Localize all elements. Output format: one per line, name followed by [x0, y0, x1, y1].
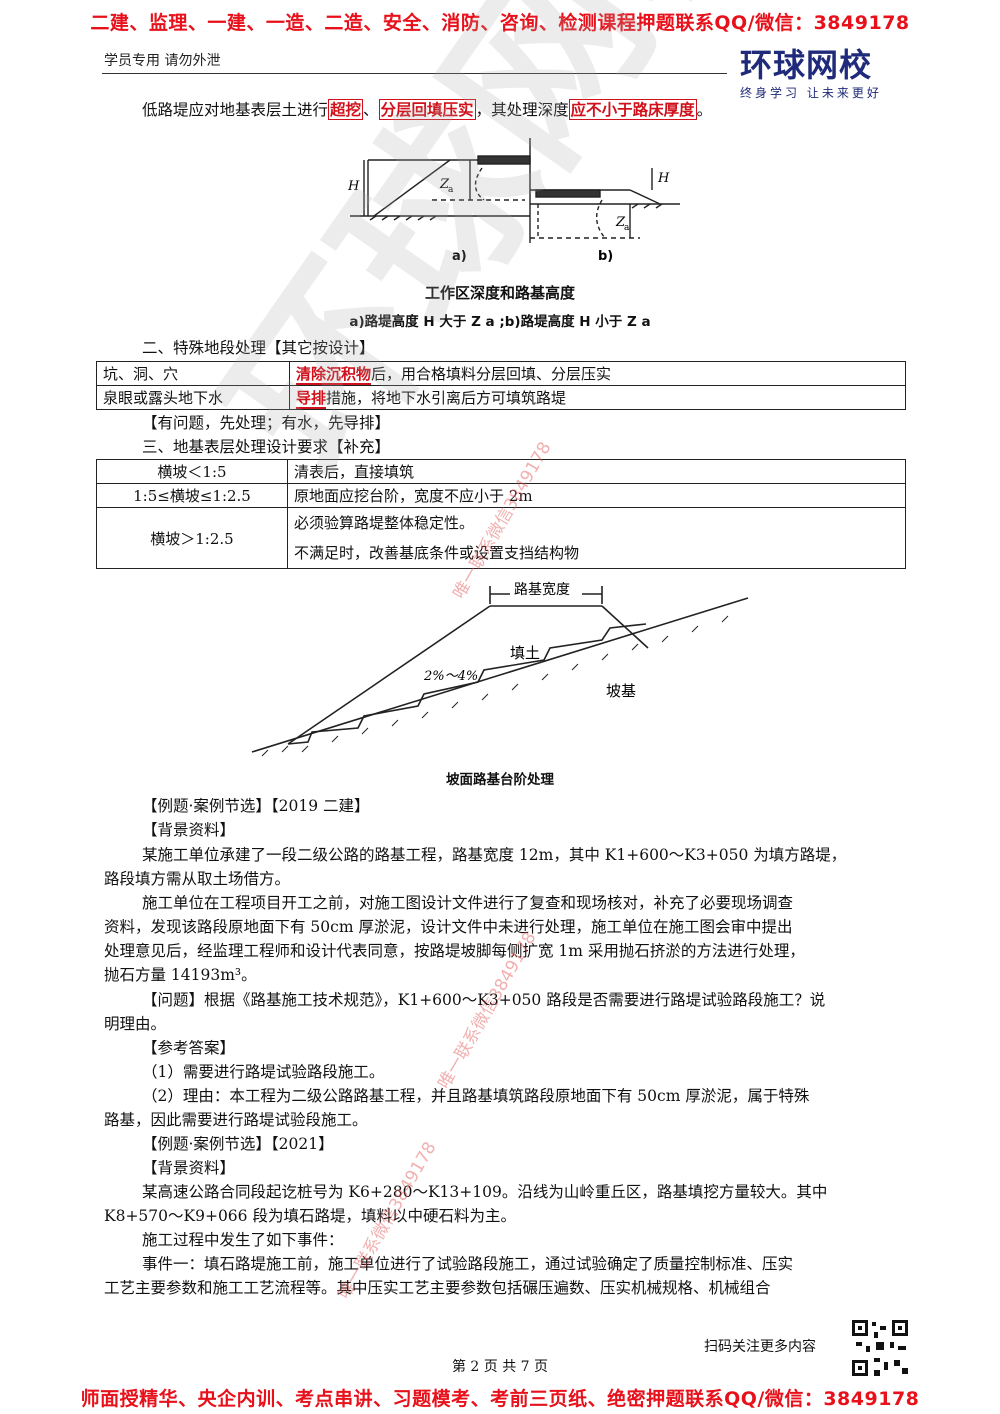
ex1-background: 【背景资料】 — [142, 821, 236, 839]
intro-text: 低路堤应对地基表层土进行 — [142, 101, 329, 119]
ex2-tag: 【例题·案例节选】【2021】 — [142, 1135, 334, 1153]
fig2-caption: 坡面路基台阶处理 — [446, 772, 554, 788]
table-row: 坑、洞、穴 清除沉积物后，用合格填料分层回填、分层压实 — [96, 361, 906, 386]
table-cell: 必须验算路堤整体稳定性。 不满足时，改善基底条件或设置支挡结构物 — [287, 507, 906, 569]
table-row: 泉眼或露头地下水 导排措施，将地下水引离后方可填筑路堤 — [96, 385, 906, 410]
cell-text: 后，用合格填料分层回填、分层压实 — [371, 365, 612, 383]
table-cell: 坑、洞、穴 — [96, 361, 290, 386]
cell-text: 措施，将地下水引离后方可填筑路堤 — [326, 389, 567, 407]
intro-paragraph: 低路堤应对地基表层土进行超挖、分层回填压实，其处理深度应不小于路床厚度。 — [142, 98, 712, 122]
table-cell: 横坡＜1:5 — [96, 459, 288, 484]
ex2-p3a: 事件一：填石路堤施工前，施工单位进行了试验路段施工，通过试验确定了质量控制标准、… — [142, 1255, 794, 1273]
cell-line: 必须验算路堤整体稳定性。 — [294, 514, 475, 532]
fig1-Z-label: Z — [439, 177, 450, 192]
ex2-p2: 施工过程中发生了如下事件： — [142, 1231, 344, 1249]
table-cell: 清表后，直接填筑 — [287, 459, 906, 484]
table-cell: 1:5≤横坡≤1:2.5 — [96, 483, 288, 508]
fig1-Za-sub: a — [448, 185, 454, 195]
table-cell: 清除沉积物后，用合格填料分层回填、分层压实 — [289, 361, 906, 386]
ex1-answer-tag: 【参考答案】 — [142, 1039, 236, 1057]
highlight-drainage: 导排 — [296, 389, 327, 409]
fig2-width-label: 路基宽度 — [514, 581, 570, 598]
note1: 【有问题，先处理；有水，先导排】 — [142, 414, 391, 432]
highlight-depth: 应不小于路床厚度 — [568, 99, 697, 120]
ex1-tag: 【例题·案例节选】【2019 二建】 — [142, 797, 370, 815]
table-cell: 原地面应挖台阶，宽度不应小于 2m — [287, 483, 906, 508]
table-cell: 导排措施，将地下水引离后方可填筑路堤 — [289, 385, 906, 410]
section3-title: 三、地基表层处理设计要求【补充】 — [142, 438, 391, 456]
intro-text-mid: ，其处理深度 — [475, 101, 569, 119]
highlight-backfill: 分层回填压实 — [378, 99, 476, 120]
fig1-title: 工作区深度和路基高度 — [424, 284, 575, 302]
ex1-question-b: 明理由。 — [104, 1015, 167, 1033]
ex1-p2d: 抛石方量 14193m³。 — [104, 966, 257, 984]
table-cell: 泉眼或露头地下水 — [96, 385, 290, 410]
fig1-subtitle: a)路堤高度 H 大于 Z a ;b)路堤高度 H 小于 Z a — [349, 314, 651, 330]
ex1-p2a: 施工单位在工程项目开工之前，对施工图设计文件进行了复查和现场核对，补充了必要现场… — [142, 894, 794, 912]
intro-sep: 、 — [363, 101, 379, 119]
ex2-p1a: 某高速公路合同段起讫桩号为 K6+280～K13+109。沿线为山岭重丘区，路基… — [142, 1183, 828, 1201]
fig1-Za-sub-b: a — [624, 223, 630, 233]
ex1-question-a: 【问题】根据《路基施工技术规范》，K1+600～K3+050 路段是否需要进行路… — [142, 991, 826, 1009]
highlight-remove-sediment: 清除沉积物 — [296, 365, 372, 385]
ex1-p2b: 资料，发现该路段原地面下有 50cm 厚淤泥，设计文件中未进行处理，施工单位在施… — [104, 918, 793, 936]
fig1-label-b: b) — [598, 249, 613, 264]
table-row: 横坡＞1:2.5 必须验算路堤整体稳定性。 不满足时，改善基底条件或设置支挡结构… — [96, 507, 906, 569]
logo: 环球网校 终身学习 让未来更好 — [740, 40, 882, 101]
section2-title: 二、特殊地段处理【其它按设计】 — [142, 339, 375, 357]
ex1-answer-2a: （2）理由：本工程为二级公路路基工程，并且路基填筑路段原地面下有 50cm 厚淤… — [142, 1087, 810, 1105]
cell-line: 不满足时，改善基底条件或设置支挡结构物 — [294, 544, 580, 562]
special-treatment-table: 坑、洞、穴 清除沉积物后，用合格填料分层回填、分层压实 泉眼或露头地下水 导排措… — [96, 361, 906, 410]
ex1-answer-1: （1）需要进行路堤试验路段施工。 — [142, 1063, 385, 1081]
fig1-H-label-b: H — [657, 171, 670, 186]
header-divider — [102, 73, 727, 74]
figure-slope-steps: 路基宽度 填土 2%～4% 坡基 — [251, 581, 749, 757]
highlight-overexcavate: 超挖 — [328, 99, 364, 120]
fig1-Z-label-b: Z — [615, 215, 626, 230]
intro-end: 。 — [696, 101, 713, 119]
table-row: 横坡＜1:5 清表后，直接填筑 — [96, 459, 906, 484]
ex2-p1b: K8+570～K9+066 段为填石路堤，填料以中硬石料为主。 — [104, 1207, 516, 1225]
scan-prompt: 扫码关注更多内容 — [704, 1339, 816, 1355]
fig2-base-label: 坡基 — [606, 682, 636, 700]
top-banner: 二建、监理、一建、一造、二造、安全、消防、咨询、检测课程押题联系QQ/微信：38… — [90, 12, 910, 34]
fig2-slope-label: 2%～4% — [423, 669, 478, 684]
qr-code-icon — [850, 1318, 910, 1378]
ex2-background: 【背景资料】 — [142, 1159, 236, 1177]
table-row: 1:5≤横坡≤1:2.5 原地面应挖台阶，宽度不应小于 2m — [96, 483, 906, 508]
ex1-p1a: 某施工单位承建了一段二级公路的路基工程，路基宽度 12m，其中 K1+600～K… — [142, 846, 847, 864]
ex1-p2c: 处理意见后，经监理工程师和设计代表同意，按路堤坡脚每侧扩宽 1m 采用抛石挤淤的… — [104, 942, 805, 960]
ex1-answer-2b: 路基，因此需要进行路堤试验段施工。 — [104, 1111, 368, 1129]
logo-main: 环球网校 — [740, 46, 873, 84]
ground-surface-table: 横坡＜1:5 清表后，直接填筑 1:5≤横坡≤1:2.5 原地面应挖台阶，宽度不… — [96, 459, 906, 569]
bottom-banner: 师面授精华、央企内训、考点串讲、习题模考、考前三页纸、绝密押题联系QQ/微信：3… — [80, 1388, 920, 1410]
logo-tagline: 终身学习 让未来更好 — [740, 86, 882, 100]
header-note: 学员专用 请勿外泄 — [104, 53, 221, 69]
page-number: 第 2 页 共 7 页 — [451, 1359, 549, 1375]
table-cell: 横坡＞1:2.5 — [96, 507, 288, 569]
figure-work-zone-depth: H Z a H Z a a) b) — [347, 138, 680, 264]
fig1-H-label: H — [347, 179, 360, 194]
fig2-fill-label: 填土 — [510, 644, 540, 662]
ex1-p1b: 路段填方需从取土场借方。 — [104, 870, 291, 888]
ex2-p3b: 工艺主要参数和施工工艺流程等。其中压实工艺主要参数包括碾压遍数、压实机械规格、机… — [104, 1279, 771, 1297]
fig1-label-a: a) — [452, 249, 467, 264]
